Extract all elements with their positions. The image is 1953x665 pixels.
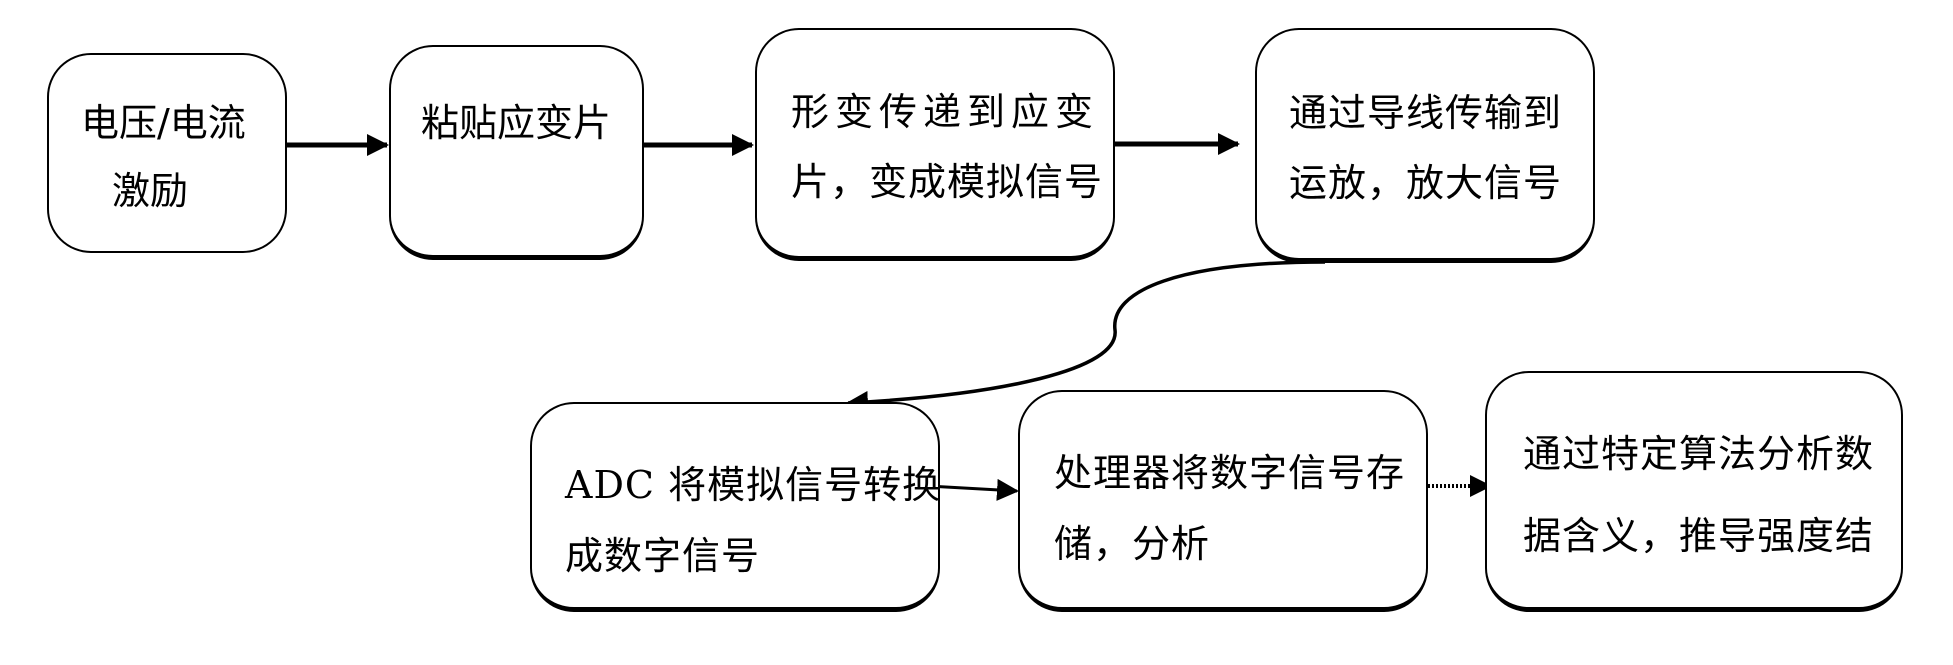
node-amplifier-line-1: 通过导线传输到 bbox=[1289, 91, 1563, 135]
node-deformation: 形变传递到应变 片，变成模拟信号 bbox=[755, 28, 1115, 261]
node-algorithm-line-1: 通过特定算法分析数 bbox=[1523, 432, 1875, 476]
node-deformation-line-2: 片，变成模拟信号 bbox=[791, 160, 1104, 204]
node-adc: ADC 将模拟信号转换 成数字信号 bbox=[530, 402, 940, 612]
node-amplifier: 通过导线传输到 运放，放大信号 bbox=[1255, 28, 1595, 263]
node-processor: 处理器将数字信号存 储，分析 bbox=[1018, 390, 1428, 612]
node-processor-line-2: 储，分析 bbox=[1054, 522, 1211, 566]
node-deformation-line-1: 形变传递到应变 bbox=[791, 90, 1100, 134]
node-adc-line-1: ADC 将模拟信号转换 bbox=[565, 463, 942, 507]
node-amplifier-line-2: 运放，放大信号 bbox=[1289, 161, 1563, 205]
node-excitation-line-2: 激励 bbox=[112, 169, 189, 213]
node-excitation-line-1: 电压/电流 bbox=[81, 101, 246, 145]
node-excitation: 电压/电流 激励 bbox=[47, 53, 287, 253]
arrow-adc-to-processor bbox=[927, 478, 1019, 501]
node-algorithm: 通过特定算法分析数 据含义，推导强度结 bbox=[1485, 371, 1903, 612]
node-strain-gauge-line-1: 粘贴应变片 bbox=[421, 101, 612, 145]
node-algorithm-line-2: 据含义，推导强度结 bbox=[1523, 514, 1875, 558]
node-adc-line-2: 成数字信号 bbox=[565, 534, 761, 578]
arrow-amplifier-to-adc bbox=[846, 260, 1326, 413]
node-processor-line-1: 处理器将数字信号存 bbox=[1054, 451, 1406, 495]
node-strain-gauge: 粘贴应变片 bbox=[389, 45, 644, 260]
